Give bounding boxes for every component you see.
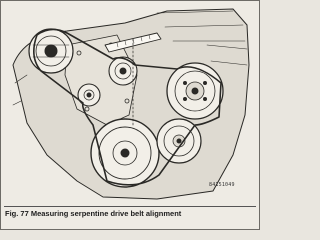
figure-frame: 84151049 Fig. 77 Measuring serpentine dr… <box>0 0 260 230</box>
engine-drive-belt-illustration <box>7 5 253 203</box>
ac-compressor-pulley <box>156 118 202 164</box>
alternator <box>28 28 74 74</box>
water-pump-pulley <box>166 62 224 120</box>
serpentine-belt <box>33 28 222 186</box>
crankshaft-pulley <box>90 118 160 188</box>
figure-code: 84151049 <box>209 182 235 188</box>
figure-caption: Fig. 77 Measuring serpentine drive belt … <box>5 209 182 218</box>
straight-edge-tool <box>104 32 162 53</box>
tensioner-pulley <box>77 83 101 107</box>
caption-divider <box>4 206 256 207</box>
idler-pulley-upper <box>108 56 138 86</box>
